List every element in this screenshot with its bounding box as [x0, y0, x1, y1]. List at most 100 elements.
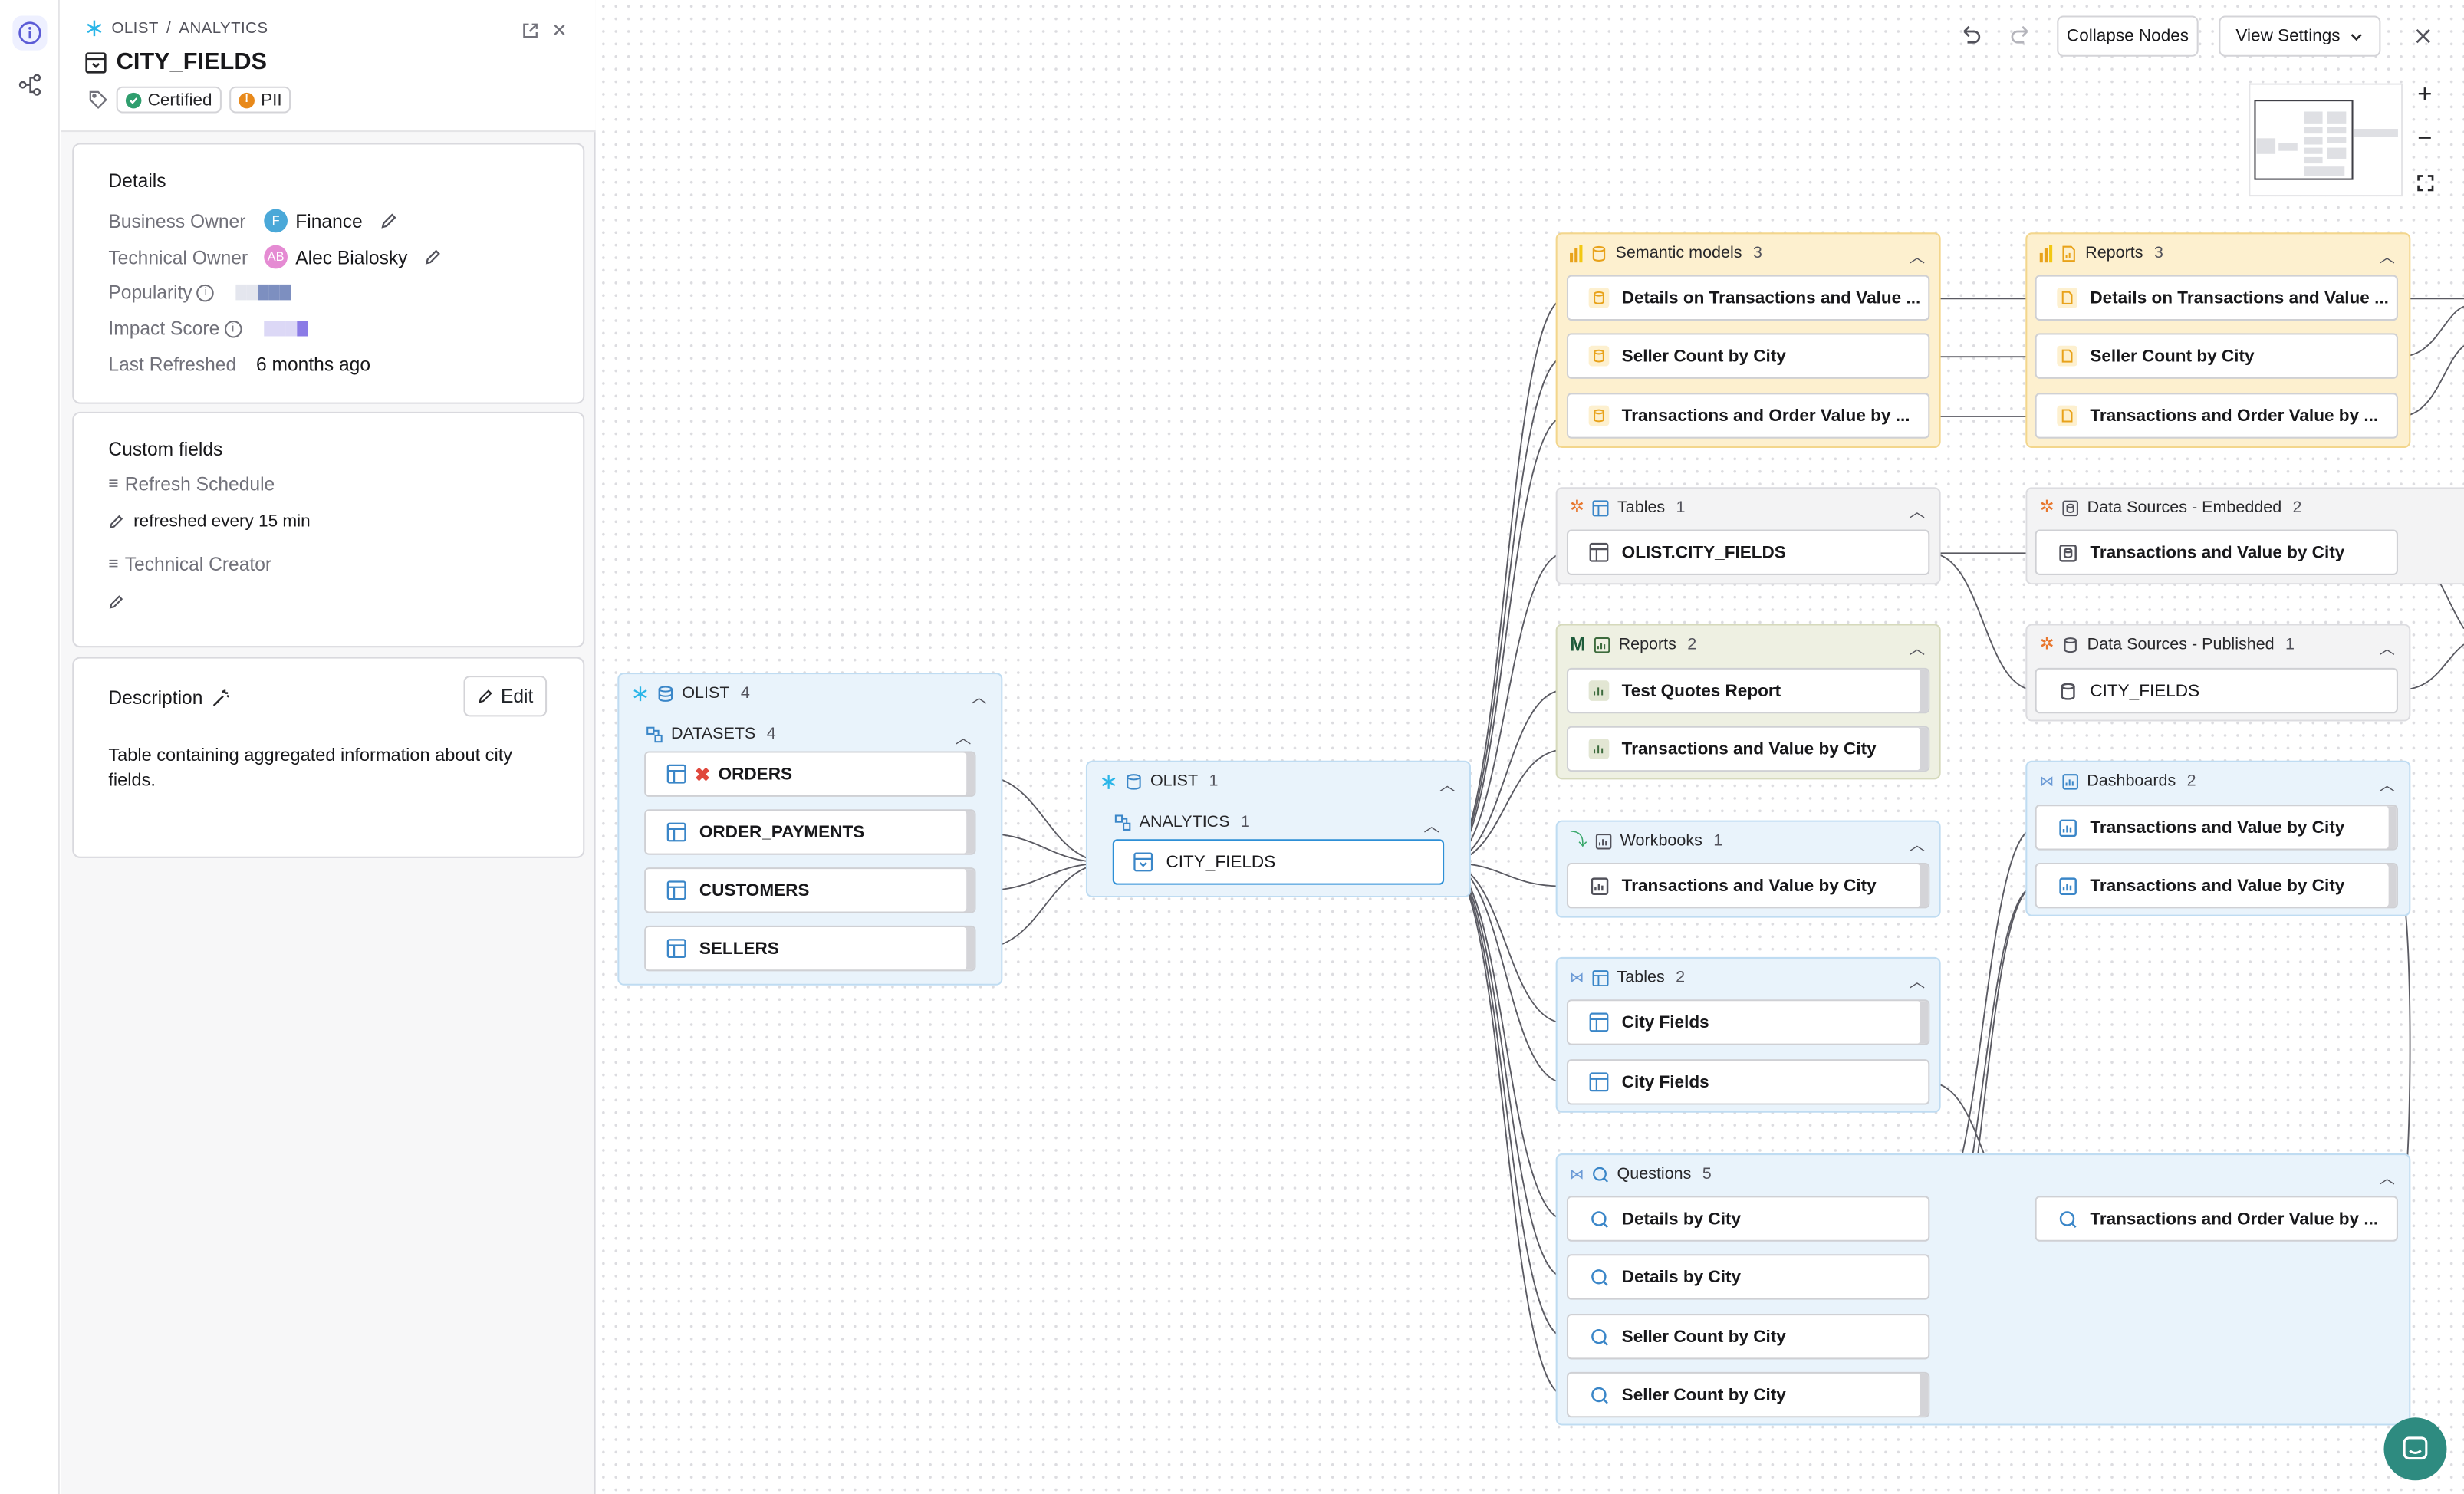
- node-orders[interactable]: ✖ ORDERS: [644, 751, 976, 797]
- minimap[interactable]: [2249, 83, 2403, 197]
- collapse-nodes-label: Collapse Nodes: [2066, 26, 2189, 46]
- info-icon[interactable]: [12, 15, 48, 51]
- fit-view-button[interactable]: [2410, 168, 2439, 196]
- node-question[interactable]: Details by City: [1566, 1254, 1930, 1300]
- technical-creator-edit[interactable]: [108, 594, 123, 610]
- pii-badge[interactable]: ! PII: [229, 86, 291, 114]
- snowflake-icon: [1102, 774, 1116, 788]
- zoom-out-button[interactable]: −: [2417, 125, 2433, 153]
- chevron-up-icon[interactable]: ︿: [1423, 818, 1439, 837]
- certified-badge[interactable]: Certified: [116, 86, 222, 114]
- collapse-nodes-button[interactable]: Collapse Nodes: [2057, 15, 2199, 57]
- node-question[interactable]: Transactions and Order Value by ...: [2035, 1196, 2398, 1242]
- technical-owner-value[interactable]: Alec Bialosky: [295, 245, 408, 268]
- node-question[interactable]: Details by City: [1566, 1196, 1930, 1242]
- close-icon[interactable]: [2409, 22, 2437, 51]
- node-dashboard[interactable]: Transactions and Value by City: [2035, 805, 2398, 851]
- open-external-icon[interactable]: [518, 19, 541, 41]
- chevron-up-icon[interactable]: ︿: [2379, 641, 2395, 659]
- subgroup-header: DATASETS 4: [646, 724, 776, 744]
- node-table[interactable]: City Fields: [1566, 1059, 1930, 1105]
- node-sellers[interactable]: SELLERS: [644, 925, 976, 972]
- pencil-icon[interactable]: [380, 212, 397, 230]
- business-owner-label: Business Owner: [108, 209, 246, 232]
- node-data-source[interactable]: CITY_FIELDS: [2035, 667, 2398, 714]
- group-title: OLIST: [1150, 772, 1199, 791]
- node-order-payments[interactable]: ORDER_PAYMENTS: [644, 809, 976, 855]
- question-icon: [2057, 1209, 2077, 1229]
- table-icon: [1592, 969, 1609, 986]
- edit-description-button[interactable]: Edit: [463, 676, 548, 717]
- group-header: ✲ Tables 1: [1570, 499, 1685, 518]
- pencil-icon[interactable]: [108, 514, 123, 529]
- chat-launcher-button[interactable]: [2383, 1417, 2447, 1481]
- node-data-source[interactable]: Transactions and Value by City: [2035, 529, 2398, 575]
- node-semantic-model[interactable]: Details on Transactions and Value ...: [1566, 275, 1930, 321]
- tag-list: Certified ! PII: [88, 86, 291, 114]
- node-table[interactable]: City Fields: [1566, 999, 1930, 1045]
- chevron-up-icon[interactable]: ︿: [1909, 641, 1926, 659]
- subgroup-count: 4: [766, 724, 776, 744]
- undo-icon[interactable]: [1956, 22, 1985, 51]
- breadcrumb-schema[interactable]: ANALYTICS: [179, 19, 268, 38]
- node-dashboard[interactable]: Transactions and Value by City: [2035, 862, 2398, 909]
- chevron-up-icon[interactable]: ︿: [2379, 1170, 2395, 1189]
- chevron-up-icon[interactable]: ︿: [2379, 249, 2395, 268]
- technical-creator-field: ≡ Technical Creator: [108, 553, 271, 575]
- node-semantic-model[interactable]: Seller Count by City: [1566, 333, 1930, 379]
- chevron-up-icon[interactable]: ︿: [1909, 837, 1926, 855]
- node-report[interactable]: Seller Count by City: [2035, 333, 2398, 379]
- breadcrumb-db[interactable]: OLIST: [111, 19, 159, 38]
- pencil-icon: [478, 689, 492, 703]
- group-header: OLIST 4: [632, 683, 750, 703]
- node-label: City Fields: [1621, 1072, 1709, 1092]
- pencil-icon[interactable]: [108, 594, 123, 610]
- group-header: ⋈ Questions 5: [1570, 1164, 1712, 1183]
- redo-icon[interactable]: [2007, 22, 2035, 51]
- info-icon[interactable]: i: [196, 283, 215, 301]
- chevron-up-icon[interactable]: ︿: [1439, 778, 1456, 795]
- zoom-in-button[interactable]: +: [2417, 81, 2433, 109]
- close-panel-icon[interactable]: [548, 19, 571, 41]
- node-question[interactable]: Seller Count by City: [1566, 1314, 1930, 1360]
- chevron-up-icon[interactable]: ︿: [1909, 974, 1926, 992]
- view-settings-button[interactable]: View Settings: [2219, 15, 2381, 57]
- node-workbook[interactable]: Transactions and Value by City: [1566, 862, 1930, 909]
- node-semantic-model[interactable]: Transactions and Order Value by ...: [1566, 393, 1930, 439]
- node-report[interactable]: Test Quotes Report: [1566, 667, 1930, 714]
- node-label: Transactions and Value by City: [2090, 876, 2345, 895]
- description-heading-text: Description: [108, 686, 203, 709]
- data-source-icon: [2062, 499, 2079, 516]
- node-report[interactable]: Transactions and Value by City: [1566, 726, 1930, 772]
- chevron-up-icon[interactable]: ︿: [1909, 249, 1926, 268]
- node-report[interactable]: Details on Transactions and Value ...: [2035, 275, 2398, 321]
- metabase-icon: ⋈: [1570, 969, 1584, 985]
- chevron-up-icon[interactable]: ︿: [1909, 504, 1926, 522]
- node-report[interactable]: Transactions and Order Value by ...: [2035, 393, 2398, 439]
- chevron-up-icon[interactable]: ︿: [971, 689, 987, 708]
- node-customers[interactable]: CUSTOMERS: [644, 867, 976, 913]
- node-label: Transactions and Value by City: [2090, 542, 2345, 562]
- report-icon: [2057, 405, 2077, 426]
- semantic-model-icon: [1588, 287, 1610, 308]
- node-label: ORDERS: [718, 764, 793, 784]
- info-icon[interactable]: i: [224, 319, 242, 337]
- avatar: F: [264, 209, 288, 233]
- chevron-up-icon[interactable]: ︿: [2379, 778, 2395, 795]
- edit-label: Edit: [500, 685, 534, 708]
- node-label: Seller Count by City: [1621, 1385, 1786, 1404]
- node-label: ORDER_PAYMENTS: [699, 822, 865, 842]
- business-owner-value[interactable]: Finance: [295, 209, 363, 232]
- group-title: Data Sources - Published: [2087, 634, 2275, 654]
- refresh-schedule-value-row[interactable]: refreshed every 15 min: [108, 512, 311, 531]
- pencil-icon[interactable]: [425, 248, 442, 266]
- metabase-icon: ⋈: [2039, 772, 2054, 788]
- tag-icon[interactable]: [88, 90, 109, 110]
- question-icon: [1589, 1384, 1610, 1405]
- lineage-icon[interactable]: [12, 67, 47, 102]
- chevron-up-icon[interactable]: ︿: [955, 730, 972, 749]
- node-question[interactable]: Seller Count by City: [1566, 1371, 1930, 1418]
- node-table[interactable]: OLIST.CITY_FIELDS: [1566, 529, 1930, 575]
- magic-wand-icon[interactable]: [211, 687, 232, 708]
- node-city-fields-selected[interactable]: CITY_FIELDS: [1112, 839, 1445, 885]
